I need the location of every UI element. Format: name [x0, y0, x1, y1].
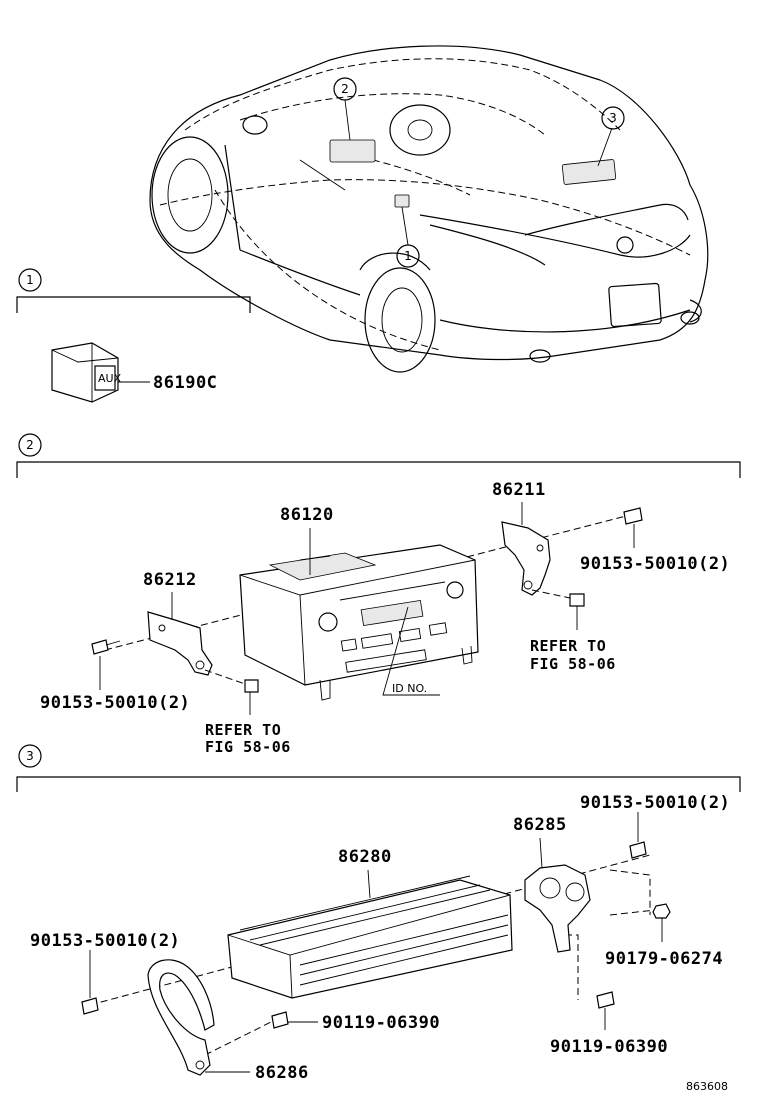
- callout-2: 2: [333, 77, 357, 101]
- part-number-86211: 86211: [492, 480, 546, 500]
- svg-text:3: 3: [609, 111, 617, 125]
- part-number-90153-50010-a: 90153-50010(2): [40, 693, 190, 713]
- part-number-90153-50010-c: 90153-50010(2): [580, 793, 730, 813]
- bolt-90119-right: 90119-06390: [550, 991, 668, 1057]
- callout-1: 1: [396, 244, 420, 268]
- id-number-label: ID NO.: [392, 682, 427, 695]
- svg-text:REFER TO: REFER TO: [530, 637, 606, 655]
- part-number-90153-50010-d: 90153-50010(2): [30, 931, 180, 951]
- vehicle-overview: [149, 45, 709, 373]
- section-1-header: 1: [16, 268, 251, 313]
- part-number-86280: 86280: [338, 847, 392, 867]
- bolt-90153-right: 90153-50010(2): [580, 507, 730, 574]
- svg-text:3: 3: [26, 749, 34, 763]
- svg-text:1: 1: [26, 273, 34, 287]
- figure-code: 863608: [686, 1080, 728, 1093]
- part-number-86120: 86120: [280, 505, 334, 525]
- screw-left-refer: REFER TO FIG 58-06: [204, 669, 291, 756]
- part-number-86212: 86212: [143, 570, 197, 590]
- part-number-86190C: 86190C: [153, 373, 217, 393]
- screw-right-refer: REFER TO FIG 58-06: [530, 589, 616, 673]
- bracket-86212: 86212: [143, 570, 213, 676]
- nut-90179-06274: 90179-06274: [605, 903, 723, 969]
- part-number-86286: 86286: [255, 1063, 309, 1083]
- section-3-header: 3: [16, 744, 741, 792]
- svg-text:REFER TO: REFER TO: [205, 721, 281, 739]
- bolt-90153-amp-right: 90153-50010(2): [580, 793, 730, 859]
- section-2-header: 2: [16, 433, 741, 478]
- bracket-86286: 86286: [147, 959, 309, 1083]
- svg-text:FIG 58-06: FIG 58-06: [205, 738, 291, 756]
- bracket-86285: 86285: [513, 815, 591, 953]
- bracket-86211: 86211: [492, 480, 551, 596]
- bolt-90153-amp-left: 90153-50010(2): [30, 931, 180, 1015]
- aux-switch-86190C: AUX 86190C: [51, 342, 217, 403]
- svg-text:1: 1: [404, 249, 412, 263]
- bolt-90119-left: 90119-06390: [271, 1011, 440, 1033]
- part-number-90119-06390-b: 90119-06390: [550, 1037, 668, 1057]
- part-number-90179-06274: 90179-06274: [605, 949, 723, 969]
- bolt-90153-left: 90153-50010(2): [40, 639, 190, 713]
- svg-text:AUX: AUX: [98, 372, 122, 385]
- part-number-90153-50010-b: 90153-50010(2): [580, 554, 730, 574]
- part-number-90119-06390-a: 90119-06390: [322, 1013, 440, 1033]
- radio-receiver-86120: 86120 ID NO.: [239, 505, 479, 701]
- svg-text:FIG 58-06: FIG 58-06: [530, 655, 616, 673]
- svg-text:2: 2: [341, 82, 349, 96]
- amplifier-86280: 86280: [227, 847, 513, 999]
- svg-text:2: 2: [26, 438, 34, 452]
- callout-3: 3: [601, 106, 625, 130]
- part-number-86285: 86285: [513, 815, 567, 835]
